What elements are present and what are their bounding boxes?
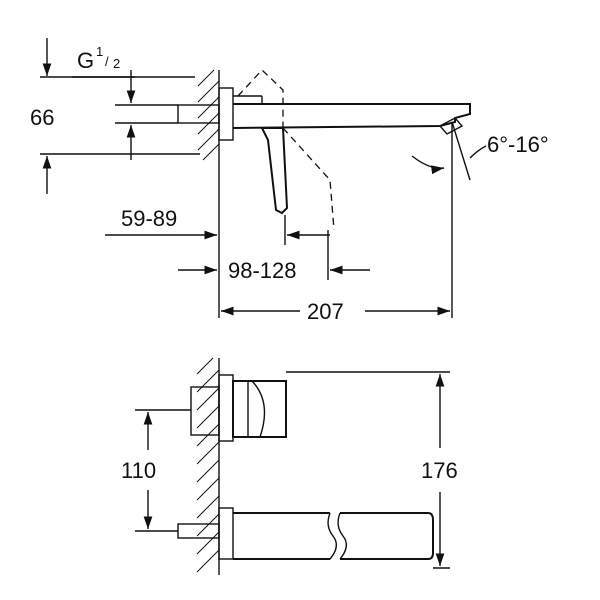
dim-59-89: 59-89	[105, 206, 217, 240]
lever-open-position	[237, 69, 335, 231]
wall-hatching-bottom	[196, 357, 220, 575]
label-66: 66	[30, 105, 54, 130]
label-110: 110	[121, 458, 156, 483]
dim-207: 207	[218, 160, 453, 324]
supply-pipe-stub	[177, 104, 220, 124]
label-angle: 6°-16°	[487, 132, 549, 157]
spout-rosette	[218, 507, 234, 560]
front-elevation-view	[177, 357, 434, 575]
dim-176: 176	[286, 371, 458, 569]
label-thread-g: G	[77, 48, 94, 73]
label-59-89: 59-89	[121, 206, 177, 231]
spout-body	[232, 103, 471, 129]
wall-plate	[218, 87, 234, 141]
label-thread-slash: /	[105, 54, 109, 69]
dim-thread: G 1 / 2	[72, 44, 136, 160]
spout-front	[233, 512, 434, 560]
label-98-128: 98-128	[228, 258, 297, 283]
dim-110: 110	[121, 409, 191, 532]
wall-hatching-top	[197, 69, 220, 161]
label-207: 207	[307, 299, 344, 324]
label-thread-den: 2	[113, 56, 120, 71]
spout-outlet	[438, 117, 464, 135]
dim-angle: 6°-16°	[411, 121, 549, 185]
dim-98-128: 98-128	[178, 215, 370, 283]
wall-rosette-top	[218, 374, 234, 442]
label-176: 176	[421, 458, 458, 483]
lever-handle	[260, 127, 289, 215]
lever-curve	[251, 380, 266, 438]
lever-block	[232, 380, 287, 438]
label-thread-num: 1	[96, 44, 103, 59]
side-elevation-view	[177, 69, 471, 231]
supply-pipe-front	[177, 523, 220, 539]
